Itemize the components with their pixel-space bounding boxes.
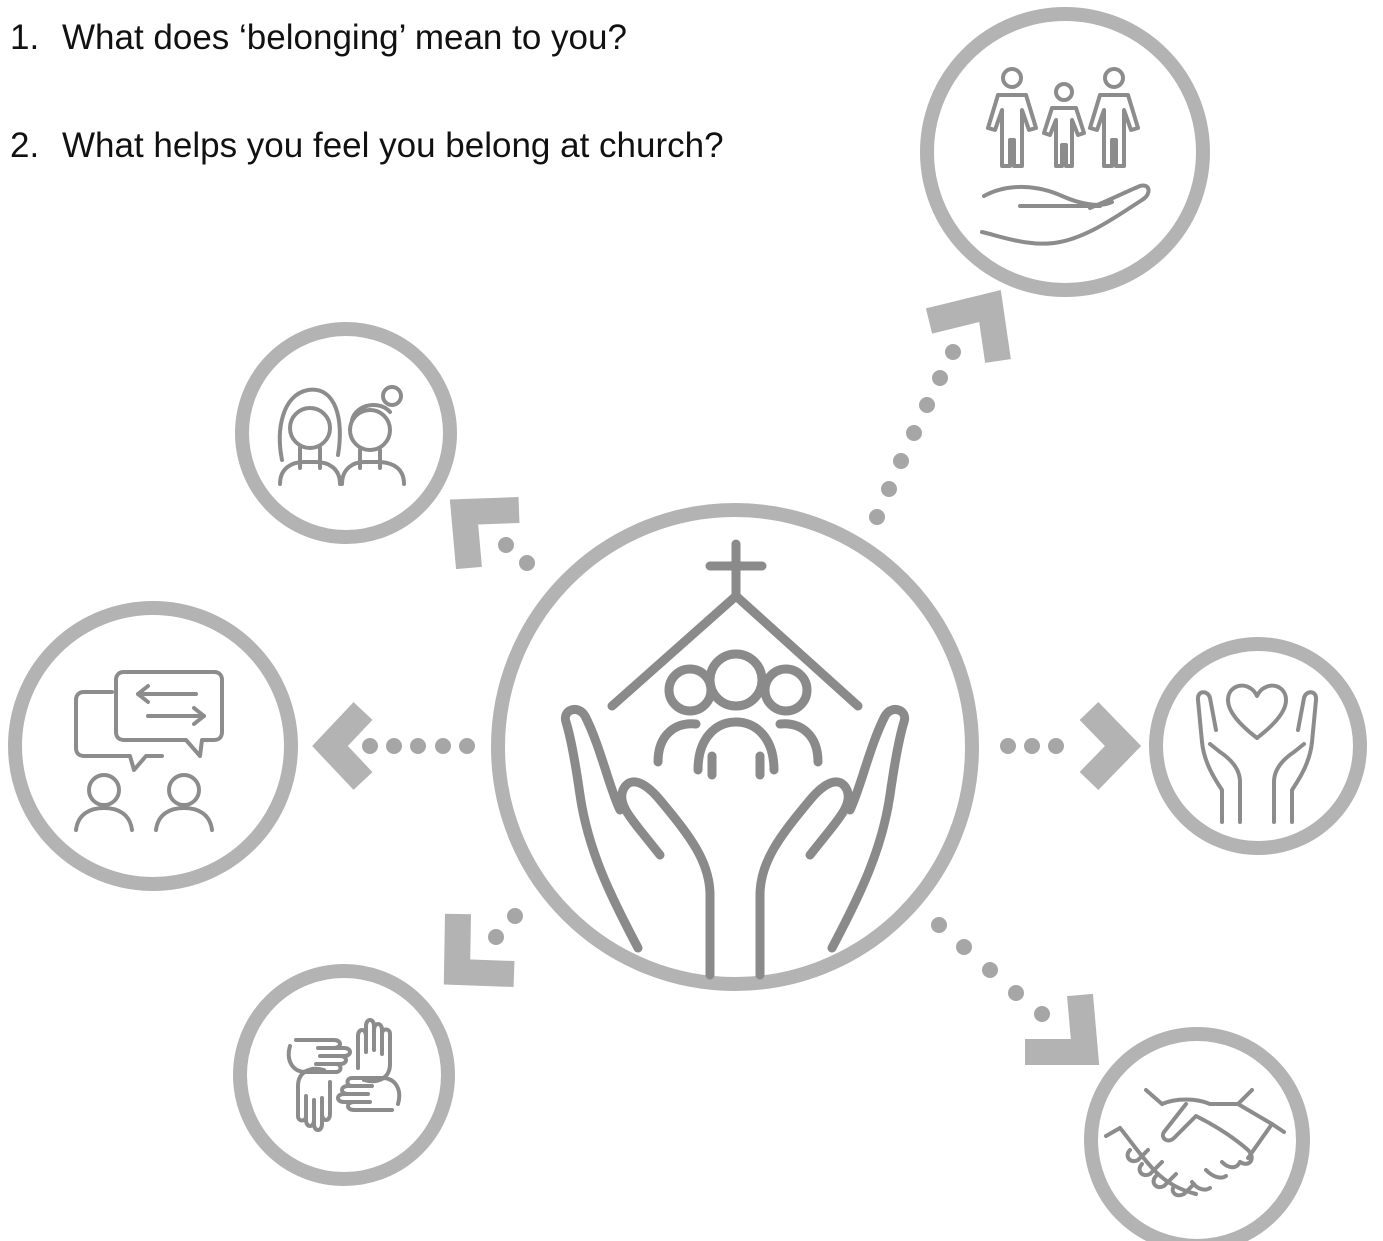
arrow-lower-left bbox=[443, 913, 515, 987]
connector-upper-left bbox=[449, 497, 535, 571]
center-node bbox=[491, 503, 979, 991]
arrow-lower-right bbox=[1025, 993, 1100, 1065]
handshake-icon bbox=[1104, 1088, 1286, 1198]
lower-left-node bbox=[233, 964, 455, 1186]
interlocked-hands-icon bbox=[286, 1018, 402, 1132]
lower-left-ring bbox=[233, 964, 455, 1186]
arrow-right bbox=[1079, 701, 1142, 791]
connector-right bbox=[1000, 701, 1142, 791]
church-community-hands-icon bbox=[560, 539, 910, 980]
upper-left-ring bbox=[235, 322, 457, 544]
question-1-number: 1. bbox=[10, 18, 40, 57]
connector-lower-right bbox=[931, 917, 1100, 1065]
question-1-text: What does ‘belonging’ mean to you? bbox=[62, 18, 627, 57]
left-node bbox=[8, 601, 298, 891]
arrow-top-right bbox=[925, 289, 1011, 363]
right-ring bbox=[1149, 637, 1367, 855]
lower-right-ring bbox=[1084, 1027, 1310, 1241]
question-2: 2. What helps you feel you belong at chur… bbox=[10, 126, 724, 166]
center-ring bbox=[491, 503, 979, 991]
top-right-ring bbox=[920, 7, 1210, 297]
arrow-left bbox=[312, 702, 373, 790]
right-node bbox=[1149, 637, 1367, 855]
question-2-number: 2. bbox=[10, 126, 40, 165]
top-right-node bbox=[920, 7, 1210, 297]
conversation-exchange-icon bbox=[74, 670, 224, 832]
connector-left bbox=[312, 702, 475, 790]
left-ring bbox=[8, 601, 298, 891]
heart-in-hands-icon bbox=[1195, 683, 1319, 824]
connector-lower-left bbox=[443, 908, 523, 987]
lower-right-node bbox=[1084, 1027, 1310, 1241]
family-in-hand-icon bbox=[980, 67, 1151, 246]
connector-top-right bbox=[869, 289, 1011, 525]
question-1: 1. What does ‘belonging’ mean to you? bbox=[10, 18, 627, 58]
question-2-text: What helps you feel you belong at church… bbox=[62, 126, 724, 165]
upper-left-node bbox=[235, 322, 457, 544]
two-women-icon bbox=[277, 385, 406, 486]
arrow-upper-left bbox=[449, 497, 520, 570]
